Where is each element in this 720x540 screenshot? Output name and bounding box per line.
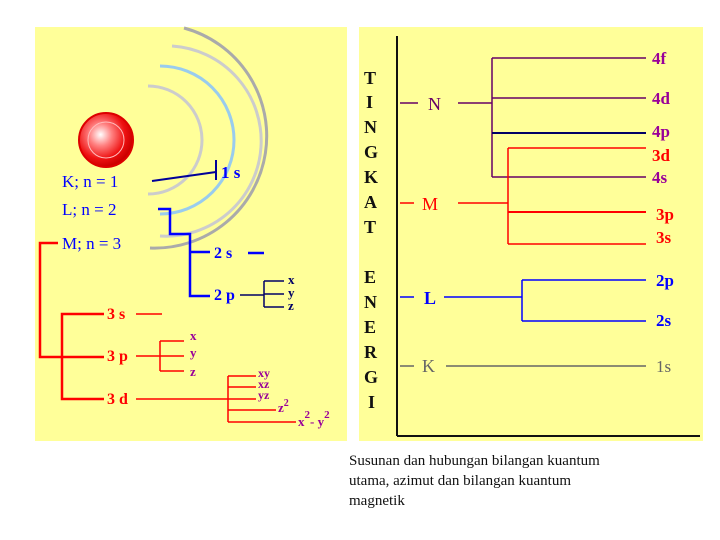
caption-line: magnetik [349, 493, 405, 509]
orbital-3d-yz: yz [258, 388, 270, 402]
orbital-3p-y: y [190, 345, 197, 360]
title-letter: R [364, 342, 378, 362]
title-letter: A [364, 192, 377, 212]
orbital-3d-x2-exp: 2 [305, 409, 311, 421]
shell-label-m: M; n = 3 [62, 234, 121, 253]
sublevel-3s: 3 s [107, 306, 125, 323]
orbital-3d-xz: xz [258, 377, 270, 391]
axis-title-energi: E N E R G I [364, 267, 378, 412]
level-3p: 3p [656, 205, 674, 224]
orbital-3d-z2-exp: 2 [284, 398, 289, 409]
sublevel-2s: 2 s [214, 245, 232, 262]
orbital-3p-x: x [190, 328, 197, 343]
level-2s: 2s [656, 311, 672, 330]
atom-shell-arcs [147, 26, 269, 250]
shell-label-k: K; n = 1 [62, 172, 118, 191]
title-letter: K [364, 167, 378, 187]
level-4f: 4f [652, 49, 667, 68]
shell-m: M [422, 194, 438, 214]
orbital-3d-y2-exp: 2 [324, 409, 330, 421]
orbital-3p-z: z [190, 364, 196, 379]
caption-line: Susunan dan hubungan bilangan kuantum [349, 453, 600, 469]
orbital-3d-xy: xy [258, 366, 270, 380]
title-letter: T [364, 68, 376, 88]
right-diagram-panel [359, 27, 703, 441]
level-4p: 4p [652, 122, 670, 141]
figure-caption: Susunan dan hubungan bilangan kuantum ut… [349, 451, 679, 511]
orbital-2p-z: z [288, 298, 294, 313]
nucleus [78, 112, 134, 168]
shell-label-l: L; n = 2 [62, 200, 116, 219]
level-3s: 3s [656, 228, 672, 247]
title-letter: G [364, 367, 378, 387]
orbital-3d-y-base: - y [310, 414, 325, 429]
title-letter: N [364, 292, 377, 312]
title-letter: G [364, 142, 378, 162]
caption-line: utama, azimut dan bilangan kuantum [349, 473, 572, 489]
level-3d: 3d [652, 146, 671, 165]
level-2p: 2p [656, 271, 674, 290]
level-4d: 4d [652, 89, 671, 108]
title-letter: E [364, 317, 376, 337]
level-4s: 4s [652, 168, 668, 187]
orbital-3d-x2-base: x [298, 414, 305, 429]
shell-k: K [422, 356, 435, 376]
sublevel-2p: 2 p [214, 287, 235, 304]
orbital-3d-z2: z2 [278, 398, 289, 415]
shell-n: N [428, 94, 441, 114]
sublevel-3d: 3 d [107, 391, 128, 408]
orbital-2p-y: y [288, 285, 295, 300]
title-letter: I [366, 92, 373, 112]
sublevel-1s: 1 s [221, 163, 241, 182]
sublevel-3p: 3 p [107, 348, 128, 365]
orbital-3d-x2-y2: x2- y2 [298, 409, 330, 429]
title-letter: E [364, 267, 376, 287]
orbital-3d-z2-base: z [278, 400, 284, 415]
shell-l: L [424, 288, 436, 308]
title-letter: N [364, 117, 377, 137]
title-letter: T [364, 217, 376, 237]
axis-title-tingkat: T I N G K A T [364, 68, 378, 237]
level-1s: 1s [656, 357, 671, 376]
orbital-2p-x: x [288, 272, 295, 287]
title-letter: I [368, 392, 375, 412]
